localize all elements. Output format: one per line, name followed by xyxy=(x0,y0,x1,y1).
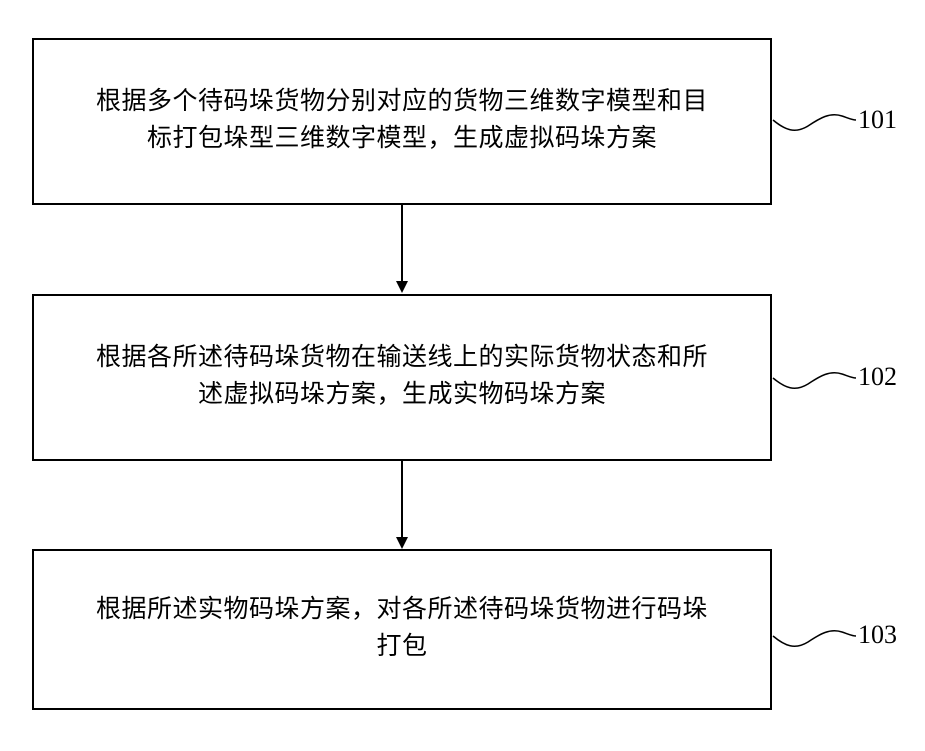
leader-line-101 xyxy=(773,115,856,131)
step-text-102: 根据各所述待码垛货物在输送线上的实际货物状态和所 述虚拟码垛方案，生成实物码垛方… xyxy=(96,338,708,412)
step-text-line: 根据各所述待码垛货物在输送线上的实际货物状态和所 xyxy=(96,338,708,375)
step-text-line: 标打包垛型三维数字模型，生成虚拟码垛方案 xyxy=(96,119,708,156)
step-text-line: 根据多个待码垛货物分别对应的货物三维数字模型和目 xyxy=(96,82,708,119)
step-text-line: 述虚拟码垛方案，生成实物码垛方案 xyxy=(96,375,708,412)
step-text-line: 根据所述实物码垛方案，对各所述待码垛货物进行码垛 xyxy=(96,590,708,627)
step-text-101: 根据多个待码垛货物分别对应的货物三维数字模型和目 标打包垛型三维数字模型，生成虚… xyxy=(96,82,708,156)
step-text-103: 根据所述实物码垛方案，对各所述待码垛货物进行码垛 打包 xyxy=(96,590,708,664)
leader-line-102 xyxy=(773,373,856,389)
arrowhead-1-2 xyxy=(396,281,408,293)
step-label-101: 101 xyxy=(858,107,897,133)
step-box-101: 根据多个待码垛货物分别对应的货物三维数字模型和目 标打包垛型三维数字模型，生成虚… xyxy=(32,38,772,205)
step-box-102: 根据各所述待码垛货物在输送线上的实际货物状态和所 述虚拟码垛方案，生成实物码垛方… xyxy=(32,294,772,461)
step-text-line: 打包 xyxy=(96,627,708,664)
step-label-102: 102 xyxy=(858,364,897,390)
arrowhead-2-3 xyxy=(396,537,408,549)
leader-line-103 xyxy=(773,631,856,647)
step-label-103: 103 xyxy=(858,622,897,648)
step-box-103: 根据所述实物码垛方案，对各所述待码垛货物进行码垛 打包 xyxy=(32,549,772,710)
